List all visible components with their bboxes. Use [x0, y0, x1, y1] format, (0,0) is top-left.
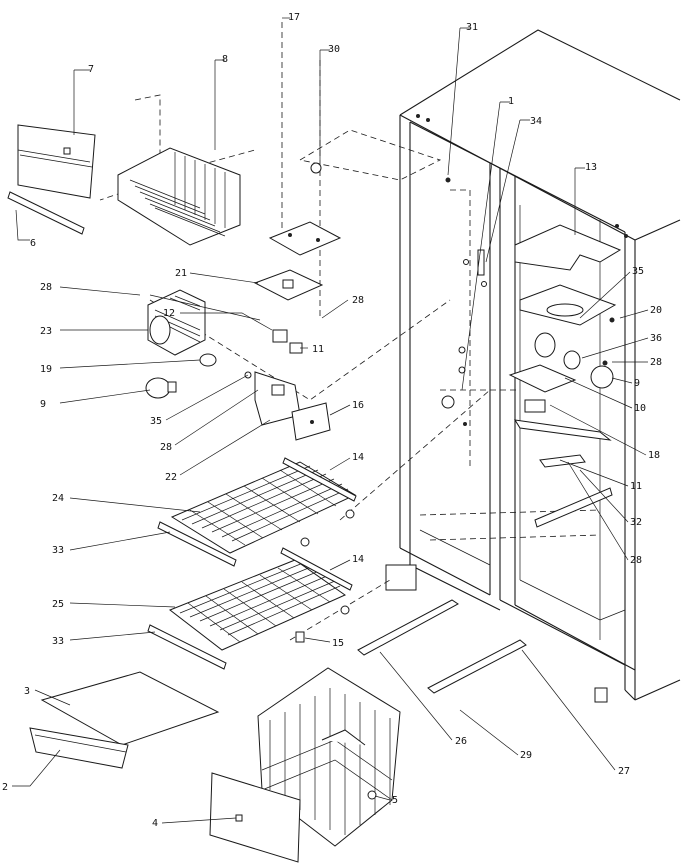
- part-3-crisper-cover: [40, 671, 220, 746]
- part-17-cover-plate: [268, 221, 342, 256]
- callout-11-left: 11: [312, 344, 324, 355]
- callout-28-a: 28: [40, 282, 52, 293]
- callout-31: 31: [466, 22, 478, 33]
- callout-23: 23: [40, 326, 52, 337]
- callout-3: 3: [24, 686, 30, 697]
- leader-lines: [12, 17, 649, 824]
- callout-6: 6: [30, 238, 36, 249]
- callout-35-right: 35: [632, 266, 644, 277]
- callout-1: 1: [508, 96, 514, 107]
- part-2-front-trim: [29, 727, 129, 769]
- callout-8: 8: [222, 54, 228, 65]
- part-16-cover: [291, 402, 331, 441]
- part-30-clip: [310, 162, 322, 174]
- callout-12: 12: [163, 308, 175, 319]
- callout-9-right: 9: [634, 378, 640, 389]
- callout-28-c: 28: [160, 442, 172, 453]
- callout-9-left: 9: [40, 399, 46, 410]
- freezer-interior-hardware: [385, 177, 487, 591]
- callout-4: 4: [152, 818, 158, 829]
- part-24-wire-shelf: [170, 461, 357, 554]
- part-22-bracket: [244, 371, 301, 426]
- part-14-shelf-rail-lower: [280, 547, 353, 591]
- callout-32: 32: [630, 517, 642, 528]
- callout-15: 15: [332, 638, 344, 649]
- part-7-shelf-panel: [17, 124, 96, 199]
- part-12-11-switch: [272, 329, 303, 354]
- callout-11-right: 11: [630, 481, 642, 492]
- callout-2: 2: [2, 782, 8, 793]
- part-25-wire-shelf: [168, 559, 350, 651]
- callout-17: 17: [288, 12, 300, 23]
- callout-29: 29: [520, 750, 532, 761]
- fresh-food-control-housing: [508, 224, 622, 528]
- callout-5: 5: [392, 795, 398, 806]
- callout-33-lower: 33: [52, 636, 64, 647]
- bottom-rails: [357, 599, 527, 694]
- part-9-light-bulb: [145, 377, 177, 399]
- part-19-light-socket: [199, 353, 217, 367]
- callout-18: 18: [648, 450, 660, 461]
- callout-28-b: 28: [352, 295, 364, 306]
- callout-35-left: 35: [150, 416, 162, 427]
- part-23-fan-motor: [147, 289, 206, 356]
- callout-7: 7: [88, 64, 94, 75]
- callout-26: 26: [455, 736, 467, 747]
- part-21-mount-plate: [253, 269, 324, 301]
- part-14-shelf-rail-upper: [282, 457, 357, 502]
- part-8-wire-basket: [117, 147, 241, 246]
- callout-27: 27: [618, 766, 630, 777]
- callout-30: 30: [328, 44, 340, 55]
- part-4-drawer-front: [209, 772, 301, 863]
- callout-labels: 7 8 17 30 31 1 34 13 6 28 23 19 9 12 21 …: [2, 12, 662, 829]
- callout-14-lower: 14: [352, 554, 364, 565]
- callout-10: 10: [634, 403, 646, 414]
- part-15-clip: [295, 631, 305, 643]
- part-33-shelf-rail-upper: [157, 521, 237, 567]
- callout-28-d: 28: [650, 357, 662, 368]
- callout-33-upper: 33: [52, 545, 64, 556]
- callout-19: 19: [40, 364, 52, 375]
- callout-34: 34: [530, 116, 542, 127]
- callout-24: 24: [52, 493, 64, 504]
- callout-36: 36: [650, 333, 662, 344]
- part-33-shelf-rail-lower: [147, 624, 227, 670]
- callout-21: 21: [175, 268, 187, 279]
- callout-28-e: 28: [630, 555, 642, 566]
- part-6-rail: [7, 191, 85, 235]
- callout-25: 25: [52, 599, 64, 610]
- callout-22: 22: [165, 472, 177, 483]
- callout-13: 13: [585, 162, 597, 173]
- callout-20: 20: [650, 305, 662, 316]
- callout-16: 16: [352, 400, 364, 411]
- callout-14-upper: 14: [352, 452, 364, 463]
